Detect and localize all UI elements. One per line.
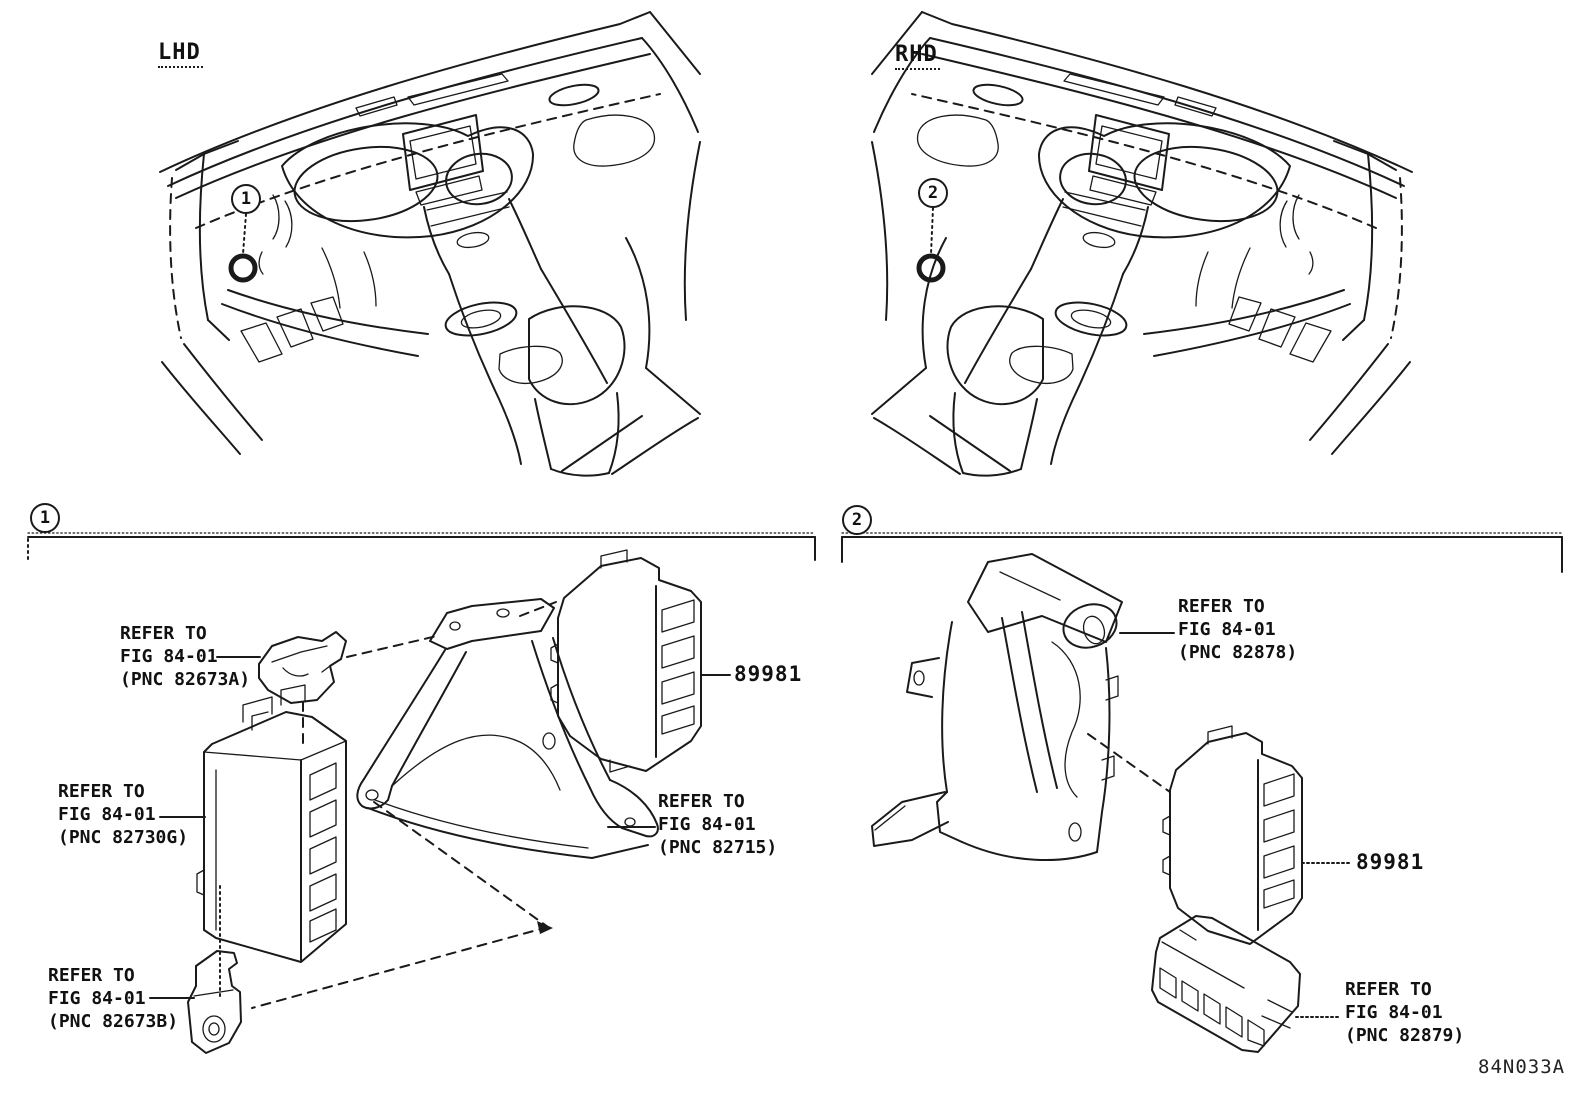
marker-2-section: 2 bbox=[842, 505, 872, 535]
dashed-arrowhead bbox=[537, 921, 553, 934]
callout-pnc-82673b: REFER TO FIG 84-01 (PNC 82673B) bbox=[48, 964, 178, 1033]
view-label-rhd: RHD bbox=[895, 42, 940, 70]
callout-line-1: REFER TO bbox=[120, 623, 207, 644]
callout-pnc-82730g: REFER TO FIG 84-01 (PNC 82730G) bbox=[58, 780, 188, 849]
figure-code: 84N033A bbox=[1478, 1056, 1566, 1078]
callout-line-3: (PNC 82673A) bbox=[120, 669, 251, 690]
callout-line-3: (PNC 82878) bbox=[1178, 642, 1298, 663]
junction-block-82730g-drawing bbox=[196, 684, 347, 963]
bracket-82715-drawing bbox=[356, 598, 659, 859]
callout-line-3: (PNC 82730G) bbox=[58, 827, 189, 848]
connector-82879-drawing bbox=[1151, 915, 1301, 1053]
marker-1-dashboard-number: 1 bbox=[240, 188, 252, 209]
callout-line-1: REFER TO bbox=[658, 791, 745, 812]
callout-line-2: FIG 84-01 bbox=[1178, 619, 1276, 640]
callout-line-1: REFER TO bbox=[58, 781, 145, 802]
marker-2-section-number: 2 bbox=[851, 509, 863, 530]
bracket-82673b-drawing bbox=[187, 950, 242, 1054]
ecu-89981-right-drawing bbox=[1162, 725, 1303, 945]
callout-line-3: (PNC 82715) bbox=[658, 837, 778, 858]
ecu-89981-left-drawing bbox=[550, 549, 702, 773]
callout-line-2: FIG 84-01 bbox=[658, 814, 756, 835]
assembly-dashed-lines-2 bbox=[1087, 733, 1171, 793]
rhd-dashboard-drawing bbox=[871, 11, 1413, 477]
marker-1-section: 1 bbox=[30, 503, 60, 533]
marker-2-dashboard: 2 bbox=[918, 178, 948, 208]
callout-line-2: FIG 84-01 bbox=[120, 646, 218, 667]
callout-line-1: REFER TO bbox=[48, 965, 135, 986]
assembly-dashed-lines-1 bbox=[219, 601, 557, 1009]
callout-line-3: (PNC 82879) bbox=[1345, 1025, 1465, 1046]
rhd-location-circle bbox=[916, 253, 946, 283]
part-number-89981-left: 89981 bbox=[734, 662, 803, 686]
callout-line-3: (PNC 82673B) bbox=[48, 1011, 179, 1032]
view-label-lhd: LHD bbox=[158, 40, 203, 68]
callout-line-2: FIG 84-01 bbox=[48, 988, 146, 1009]
marker-1-section-number: 1 bbox=[39, 507, 51, 528]
lhd-dashboard-drawing bbox=[159, 11, 701, 477]
bracket-82673a-drawing bbox=[258, 631, 347, 704]
callout-pnc-82879: REFER TO FIG 84-01 (PNC 82879) bbox=[1345, 978, 1464, 1047]
callout-pnc-82715: REFER TO FIG 84-01 (PNC 82715) bbox=[658, 790, 777, 859]
section-2-bracket-line bbox=[841, 532, 1563, 573]
callout-line-2: FIG 84-01 bbox=[1345, 1002, 1443, 1023]
leader-lines bbox=[149, 632, 1352, 1018]
bracket-82878-drawing bbox=[871, 553, 1123, 862]
callout-line-1: REFER TO bbox=[1178, 596, 1265, 617]
marker-2-dashboard-number: 2 bbox=[927, 182, 939, 203]
callout-line-1: REFER TO bbox=[1345, 979, 1432, 1000]
marker-1-dashboard: 1 bbox=[231, 184, 261, 214]
section-1-bracket-line bbox=[27, 532, 816, 563]
callout-pnc-82878: REFER TO FIG 84-01 (PNC 82878) bbox=[1178, 595, 1297, 664]
callout-line-2: FIG 84-01 bbox=[58, 804, 156, 825]
part-number-89981-right: 89981 bbox=[1356, 850, 1425, 874]
callout-pnc-82673a: REFER TO FIG 84-01 (PNC 82673A) bbox=[120, 622, 250, 691]
lhd-location-circle bbox=[228, 253, 258, 283]
